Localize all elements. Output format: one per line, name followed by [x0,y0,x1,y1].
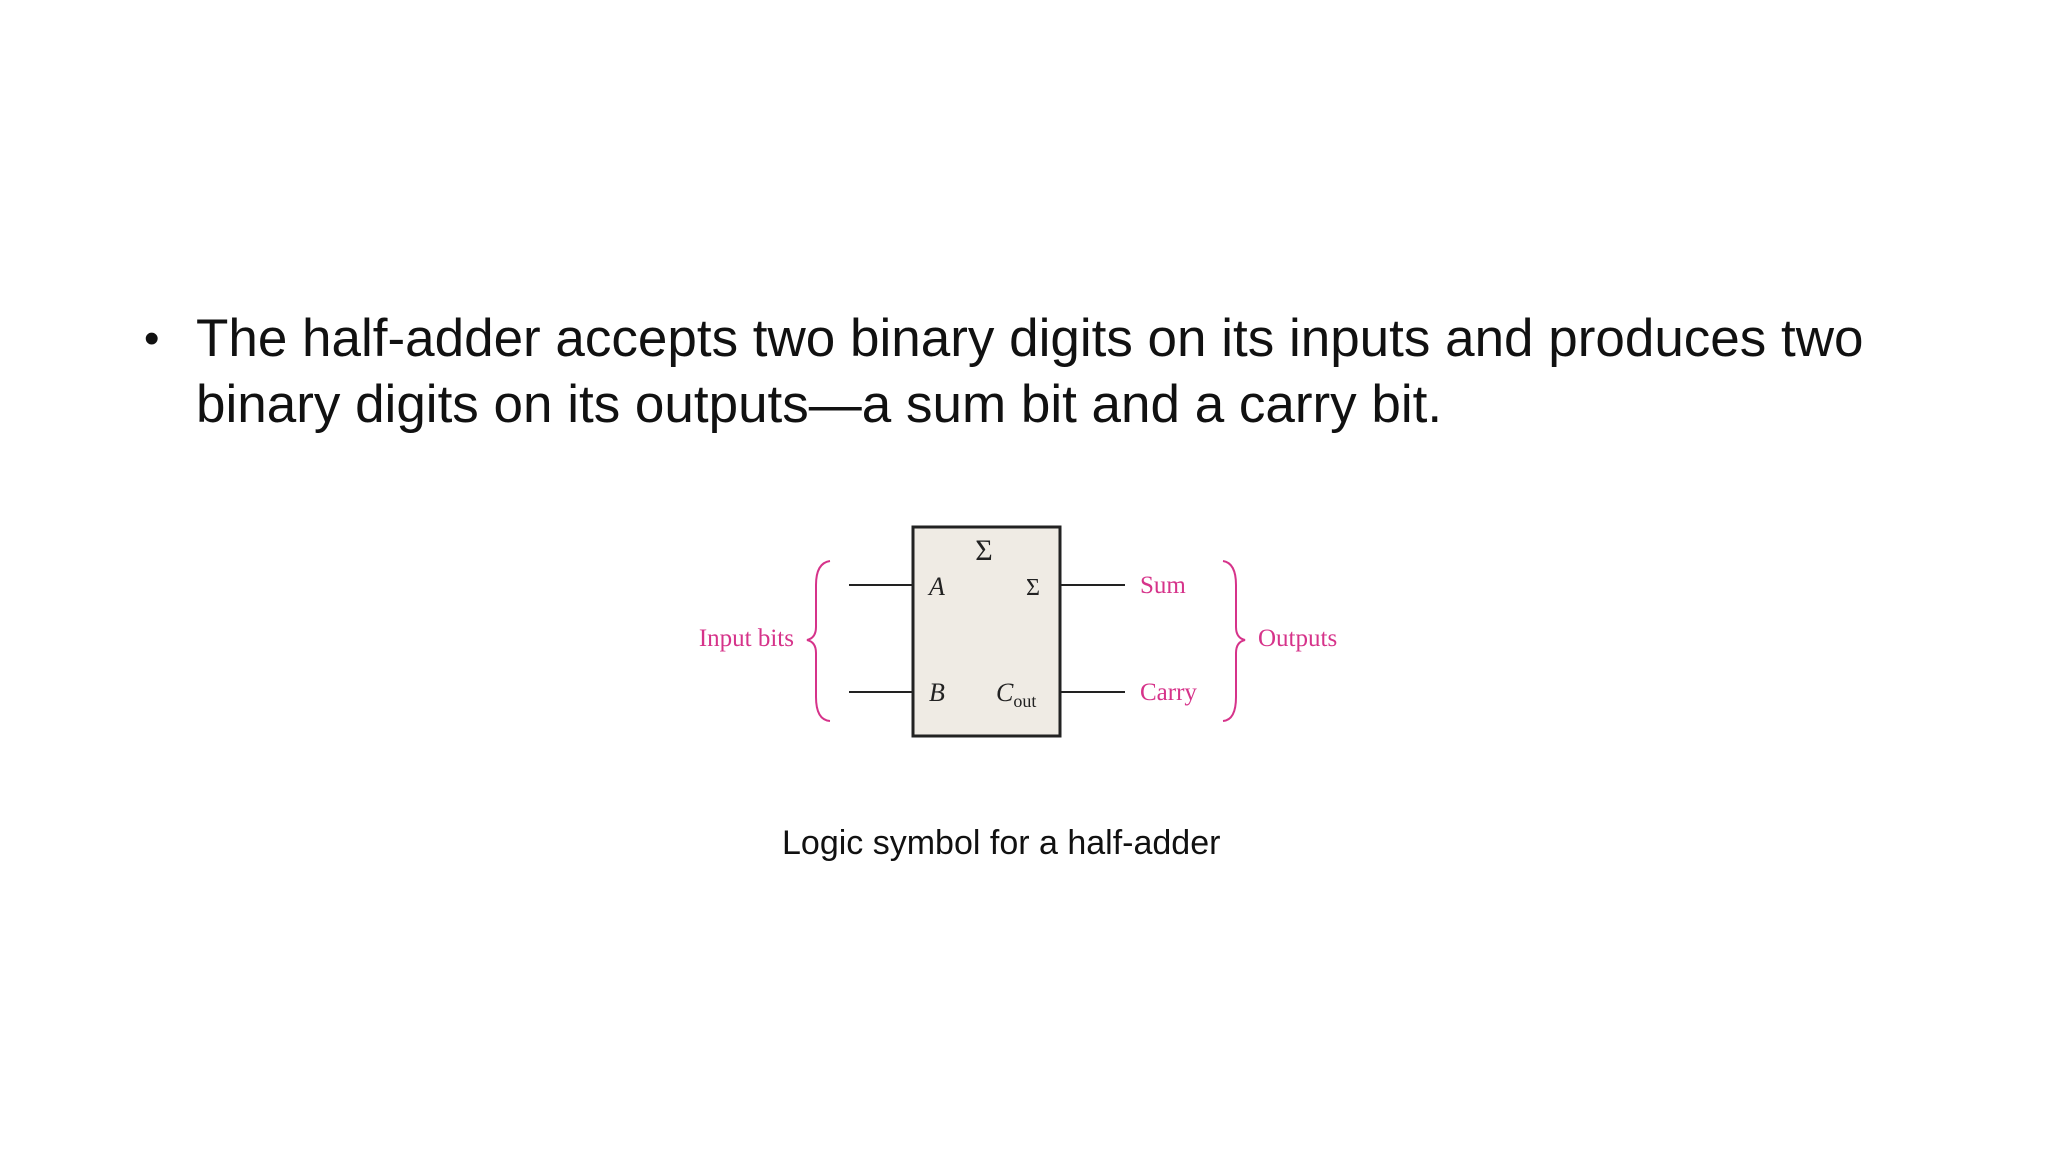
input-bits-label: Input bits [699,625,794,652]
pin-cout-subscript: out [1013,691,1036,711]
block-sigma-title: Σ [975,534,992,567]
figure-caption: Logic symbol for a half-adder [782,824,1221,862]
bullet-point: • The half-adder accepts two binary digi… [144,306,1910,438]
output-brace [1222,560,1246,722]
pin-cout-label: Cout [996,678,1036,711]
half-adder-logic-symbol: Σ A Σ B Cout Input bits Sum Carry Output… [699,525,1337,738]
pin-cout-main: C [996,678,1014,707]
bullet-text: The half-adder accepts two binary digits… [196,309,1864,434]
pin-a-label: A [927,572,945,601]
input-brace [806,560,831,722]
pin-sum-label: Σ [1026,575,1040,601]
sum-label: Sum [1140,572,1186,599]
carry-label: Carry [1140,679,1197,706]
half-adder-block [911,525,1062,738]
pin-b-label: B [929,678,945,707]
outputs-label: Outputs [1258,625,1337,652]
bullet-dot-icon: • [144,314,160,363]
